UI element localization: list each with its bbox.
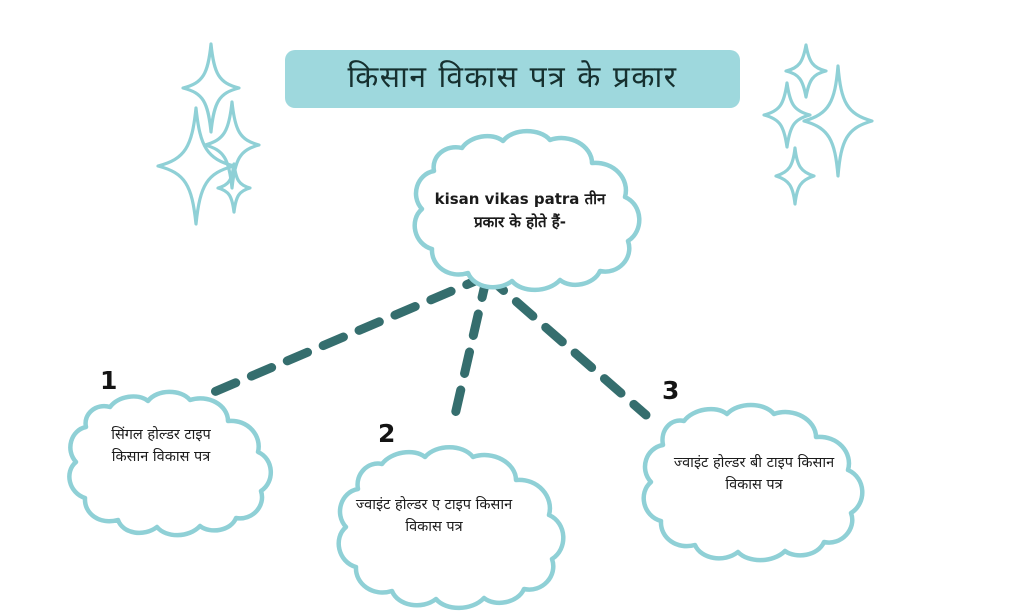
branch-cloud-1-shape (67, 389, 273, 538)
sparkle-icon (216, 162, 252, 214)
sparkle-icon (181, 42, 241, 134)
sparkle-cluster-left (156, 42, 261, 226)
sparkle-icon (156, 106, 236, 226)
page-title-banner: किसान विकास पत्र के प्रकार (285, 50, 740, 108)
connector-to-branch-2 (447, 271, 492, 433)
branch-2-number: 2 (378, 419, 396, 448)
sparkle-icon (203, 100, 261, 190)
branch-cloud-2-shape (336, 445, 566, 611)
page-title: किसान विकास पत्र के प्रकार (347, 59, 678, 95)
sparkle-icon (784, 43, 828, 99)
sparkle-icon (774, 146, 816, 206)
connector-to-branch-3 (482, 271, 651, 420)
sparkle-cluster-right (762, 43, 874, 206)
connector-to-branch-1 (209, 271, 492, 397)
branch-cloud-3-shape (641, 402, 865, 563)
sparkle-icon (802, 64, 874, 178)
branch-1-number: 1 (100, 366, 118, 395)
central-cloud-shape (412, 128, 642, 293)
sparkle-icon (762, 81, 812, 149)
branch-3-number: 3 (662, 376, 680, 405)
connector-lines (209, 271, 651, 433)
